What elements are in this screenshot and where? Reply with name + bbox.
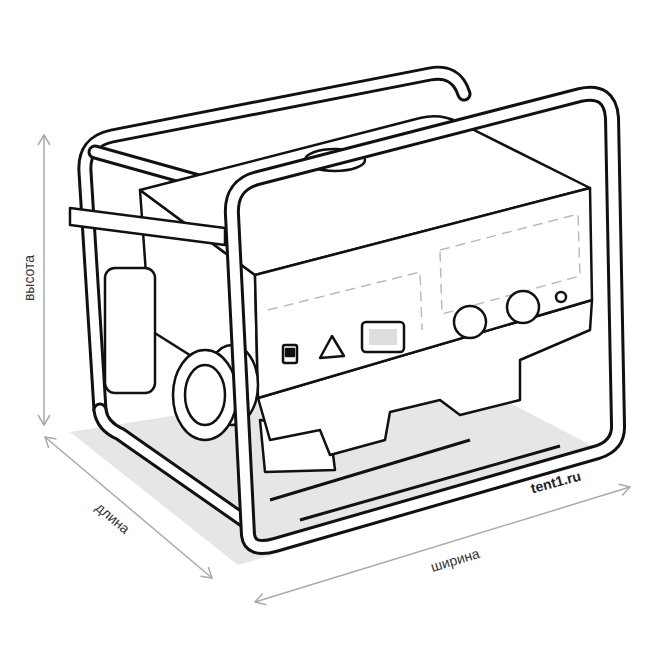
- switch-icon: [283, 345, 297, 363]
- height-arrow: [43, 135, 45, 425]
- arrow-head: [38, 415, 50, 425]
- frame-pipe: [232, 94, 618, 547]
- frame-pipe: [232, 94, 618, 547]
- arrow-head: [38, 135, 50, 145]
- watermark: tent1.ru: [529, 469, 582, 496]
- arrow-head: [201, 567, 213, 578]
- handle-bar: [70, 208, 225, 245]
- recoil-pulley: [173, 350, 237, 440]
- rail: [300, 446, 560, 520]
- front-frame: [232, 94, 618, 547]
- recoil-pulley: [185, 365, 225, 425]
- control-panel: [255, 188, 592, 398]
- switch-icon: [286, 349, 294, 356]
- warning-icon: [320, 336, 344, 358]
- meter-window: [362, 322, 404, 352]
- arrow-head: [619, 484, 630, 495]
- dimension-label: длина: [93, 500, 132, 536]
- indicator-lamp: [556, 292, 566, 302]
- arrow-head: [255, 593, 266, 604]
- meter-window: [369, 329, 397, 345]
- generator-body: [70, 116, 592, 472]
- air-filter: [105, 268, 155, 393]
- length-arrow: [45, 437, 212, 578]
- socket: [454, 306, 486, 338]
- arrow-head: [45, 437, 57, 448]
- dimension-label: высота: [22, 255, 36, 301]
- dimension-label: ширина: [429, 546, 481, 574]
- socket: [507, 291, 539, 323]
